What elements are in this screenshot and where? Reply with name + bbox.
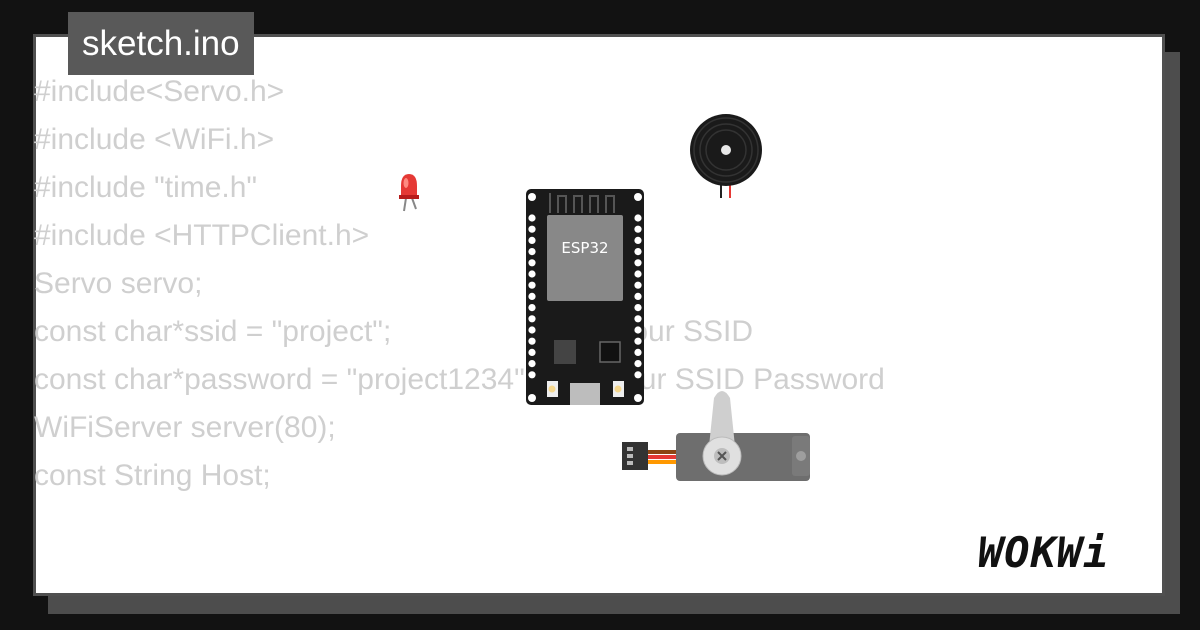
buzzer[interactable] [690,114,762,198]
code-line: WiFiServer server(80); [34,411,336,444]
board-pin [634,337,642,345]
file-tab-sketch[interactable]: sketch.ino [68,12,254,75]
board-pin [528,326,536,334]
board-pin [634,225,642,233]
esp32-board[interactable]: ESP32 [526,189,644,405]
board-pin [634,236,642,244]
board-pin [634,371,642,379]
board-pin [528,292,536,300]
board-pin [528,337,536,345]
wokwi-logo: WOKWi [978,528,1110,577]
board-pin [528,371,536,379]
board-pin [634,281,642,289]
board-pin [528,304,536,312]
code-line: #include <WiFi.h> [34,123,275,156]
board-pin [528,270,536,278]
code-line: #include <HTTPClient.h> [34,219,370,252]
code-line: const String Host; [34,459,271,492]
board-pin [528,225,536,233]
code-line: #include<Servo.h> [34,75,285,108]
board-pin [528,360,536,368]
board-pin [634,315,642,323]
board-pin [634,270,642,278]
chip-label: ESP32 [561,239,608,257]
code-editor[interactable]: #include<Servo.h> #include <WiFi.h> #inc… [34,68,885,500]
board-pin [528,214,536,222]
servo-motor[interactable] [622,391,810,481]
board-pin [634,326,642,334]
board-pin [634,304,642,312]
red-led[interactable] [399,174,419,212]
code-line: const char*password = "project1234"; // … [34,363,885,396]
board-pin [528,281,536,289]
board-pin [634,348,642,356]
board-pin [634,248,642,256]
board-pin [634,259,642,267]
board-pin [528,348,536,356]
code-line: #include "time.h" [34,171,258,204]
board-pin [634,214,642,222]
board-pin [528,236,536,244]
board-pin [634,360,642,368]
code-line: Servo servo; [34,267,203,300]
board-pin [634,292,642,300]
board-pin [528,259,536,267]
board-pin [528,248,536,256]
board-pin [528,315,536,323]
